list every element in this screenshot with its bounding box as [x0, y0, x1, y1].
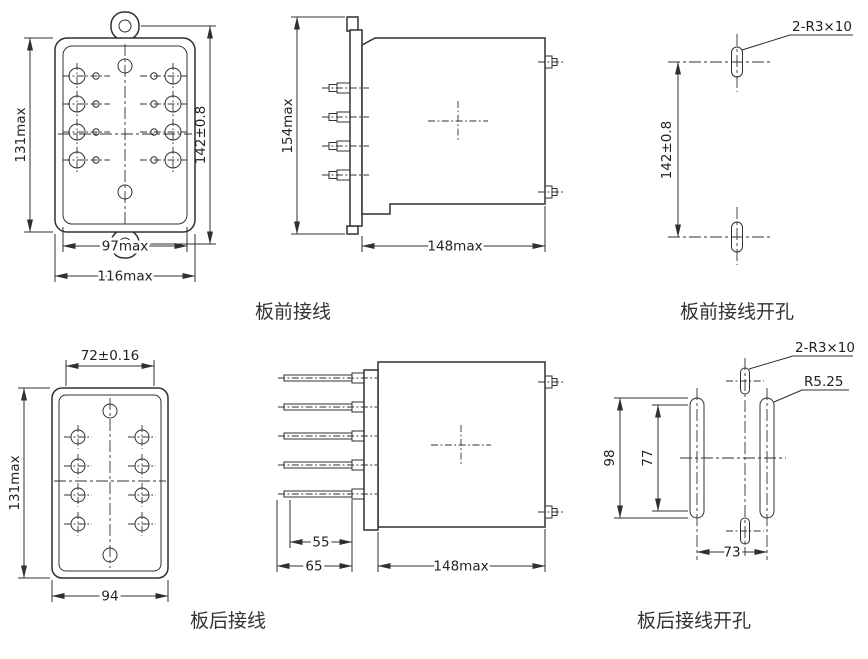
slot-spec-callout: 2-R3×10 — [795, 340, 855, 356]
relay-body-side — [361, 37, 546, 215]
front-drill-view: 142±0.8 2-R3×10 — [659, 19, 853, 265]
dim-rear-width-inner: 72±0.16 — [81, 348, 140, 364]
center-hole-top — [117, 58, 133, 74]
connector-pin — [278, 401, 377, 413]
ear-hole-top — [118, 19, 132, 33]
slot-radius-callout: R5.25 — [804, 374, 843, 390]
dim-rear-width-total: 94 — [101, 589, 118, 605]
dim-side-depth: 148max — [427, 239, 482, 255]
connector-pin — [278, 459, 377, 471]
dim-pin-total: 65 — [305, 559, 322, 575]
rear-wiring-label: 板后接线 — [190, 610, 266, 632]
rear-view: 72±0.16 131max 94 — [7, 348, 169, 608]
rear-terminal-screw — [538, 55, 564, 69]
terminal-row — [64, 425, 156, 449]
front-terminal-screw — [322, 169, 369, 181]
rear-terminal-screw — [538, 185, 564, 199]
front-wiring-label: 板前接线 — [255, 301, 331, 323]
dim-front-width-inner: 97max — [102, 239, 149, 255]
connector-pin — [278, 430, 377, 442]
terminal-row — [64, 483, 156, 507]
terminal-row — [63, 119, 187, 145]
front-terminal-screw — [322, 82, 369, 94]
dim-front-height: 131max — [13, 107, 29, 162]
terminal-row — [63, 147, 187, 173]
dim-pin-inner: 55 — [312, 535, 329, 551]
relay-body-side — [377, 361, 546, 528]
dim-rear-depth: 148max — [433, 559, 488, 575]
flange-tab-bottom — [346, 225, 359, 235]
rear-drill-view: 98 77 73 2-R3×10 R5.25 — [602, 340, 855, 564]
front-terminal-screw — [322, 111, 369, 123]
front-view: 131max 142±0.8 97max 116max — [13, 11, 216, 288]
connector-pin — [278, 372, 377, 384]
dim-slot-spacing: 73 — [723, 545, 740, 561]
rear-drill-label: 板后接线开孔 — [637, 610, 751, 632]
connector-pin — [278, 488, 377, 500]
terminal-row — [63, 63, 187, 89]
side-view-front: 154max 148max — [280, 16, 564, 258]
mounting-flange — [349, 29, 363, 227]
mounting-ear-top — [110, 11, 140, 41]
slot-spec-callout: 2-R3×10 — [792, 19, 852, 35]
dim-slot-length: 98 — [602, 449, 618, 466]
terminal-row — [63, 91, 187, 117]
front-drill-label: 板前接线开孔 — [680, 301, 794, 323]
rear-terminal-screw — [538, 505, 564, 519]
dim-slot-straight: 77 — [640, 449, 656, 466]
dim-side-height: 154max — [280, 98, 296, 153]
pin-base-plate — [363, 369, 379, 531]
dim-front-width-total: 116max — [97, 269, 152, 285]
dim-rear-height: 131max — [7, 455, 23, 510]
relay-body-inner — [58, 394, 162, 572]
terminal-row — [64, 512, 156, 536]
center-hole-bottom — [117, 184, 133, 200]
front-terminal-screw — [322, 140, 369, 152]
rear-terminal-screw — [538, 375, 564, 389]
flange-tab-top — [346, 16, 359, 32]
dim-front-hole-spacing: 142±0.8 — [193, 106, 209, 165]
terminal-row — [64, 454, 156, 478]
side-view-rear: 55 65 148max — [276, 361, 564, 578]
dim-drill-hole-spacing: 142±0.8 — [659, 121, 675, 180]
